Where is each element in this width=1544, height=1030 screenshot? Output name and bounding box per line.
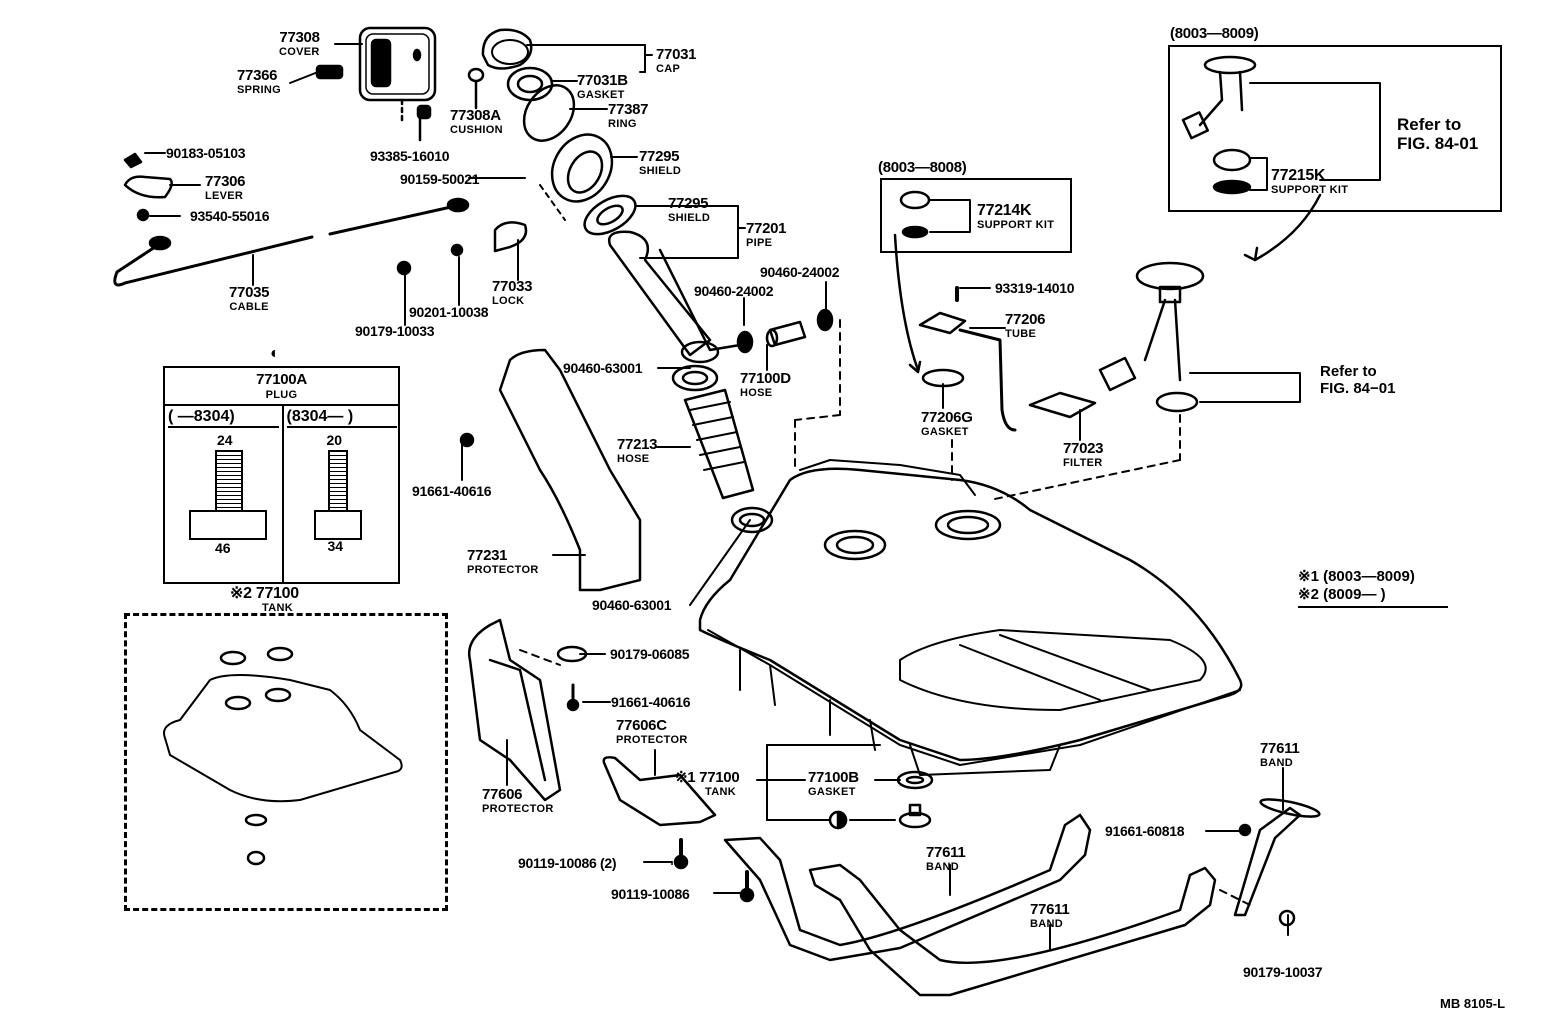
plug-top-dim-early: 24	[217, 432, 233, 448]
part-label-77213[interactable]: 77213 HOSE	[617, 436, 658, 465]
plug-bottom-dim-early: 46	[215, 540, 231, 556]
plug-range-late: (8304— )	[286, 408, 397, 428]
inset-range-8003-8009: (8003—8009)	[1170, 25, 1259, 42]
arrow-indicator	[1253, 193, 1322, 262]
part-label-77035[interactable]: 77035 CABLE	[229, 284, 270, 313]
part-label-77231[interactable]: 77231 PROTECTOR	[467, 547, 539, 576]
part-label-77031[interactable]: 77031 CAP	[656, 46, 697, 75]
part-label-77031b[interactable]: 77031B GASKET	[577, 72, 628, 101]
cap-part-icon	[481, 28, 637, 236]
tank-band-icon	[723, 798, 1321, 997]
arrow-indicator	[893, 233, 920, 372]
plug-base-early	[189, 510, 267, 540]
refer-note-main[interactable]: Refer to FIG. 84−01	[1320, 363, 1396, 397]
part-label-77214k[interactable]: 77214K SUPPORT KIT	[977, 202, 1055, 231]
plug-thread-early	[215, 450, 243, 512]
plug-base-late	[313, 510, 362, 540]
alt-tank-icon	[163, 646, 403, 866]
plug-top-dim-late: 20	[326, 432, 343, 448]
plug-range-early: ( —8304)	[168, 408, 279, 428]
part-label-77606[interactable]: 77606 PROTECTOR	[482, 786, 554, 815]
part-label-90119-10086[interactable]: 90119-10086	[611, 886, 690, 902]
drain-gasket-icon	[896, 770, 934, 829]
drawing-code: MB 8105-L	[1440, 996, 1506, 1011]
part-label-93385-16010[interactable]: 93385-16010	[370, 148, 450, 164]
part-label-77033[interactable]: 77033 LOCK	[492, 278, 533, 307]
plug-column-late: (8304— ) 20 34	[281, 406, 401, 582]
screw-93385-icon	[400, 98, 432, 142]
part-label-90179-06085[interactable]: 90179-06085	[610, 646, 690, 662]
footnote-2: ※2 (8009— )	[1298, 586, 1386, 603]
part-label-90460-24002-b[interactable]: 90460-24002	[760, 264, 840, 280]
part-label-77308[interactable]: 77308 COVER	[279, 29, 320, 58]
cover-part-icon	[358, 26, 437, 102]
part-label-77206[interactable]: 77206 TUBE	[1005, 311, 1046, 340]
part-label-77295-shield-2[interactable]: 77295 SHIELD	[668, 195, 711, 224]
protector-77606c-icon	[602, 756, 717, 827]
sender-gauge-icon	[1181, 55, 1381, 195]
spring-part-icon	[315, 64, 344, 80]
part-label-77306[interactable]: 77306 LEVER	[205, 173, 246, 202]
arrowhead-icon	[1243, 246, 1259, 262]
sender-gauge-main-icon	[1098, 261, 1301, 413]
part-label-77023[interactable]: 77023 FILTER	[1063, 440, 1104, 469]
alt-tank-dashed-box	[124, 613, 448, 911]
part-label-93319-14010[interactable]: 93319-14010	[995, 280, 1075, 296]
part-label-alt-tank[interactable]: ※2 77100 TANK	[230, 585, 299, 614]
half-circle-symbol-icon: ◐	[270, 345, 280, 362]
part-label-90179-10033[interactable]: 90179-10033	[355, 323, 435, 339]
footnote-1: ※1 (8003—8009)	[1298, 568, 1415, 585]
part-label-90460-63001-a[interactable]: 90460-63001	[563, 360, 643, 376]
cushion-part-icon	[467, 67, 485, 110]
arrowhead-icon	[908, 360, 922, 374]
guide-lines	[519, 319, 1251, 906]
refer-note-inset[interactable]: Refer to FIG. 84-01	[1397, 115, 1479, 153]
part-label-77606c[interactable]: 77606C PROTECTOR	[616, 717, 688, 746]
part-label-77215k[interactable]: 77215K SUPPORT KIT	[1271, 167, 1349, 196]
inset-range-8003-8008: (8003—8008)	[878, 159, 967, 176]
part-label-90201-10038[interactable]: 90201-10038	[409, 304, 489, 320]
part-label-77611-band-c[interactable]: 77611 BAND	[1260, 740, 1300, 769]
plug-thread-late	[327, 450, 348, 512]
plug-size-table: 77100A PLUG ( —8304) 24 46 (8304— ) 20 3…	[163, 366, 400, 584]
part-label-91661-40616-b[interactable]: 91661-40616	[611, 694, 691, 710]
part-label-90460-63001-b[interactable]: 90460-63001	[592, 597, 672, 613]
bolt-icon	[673, 838, 755, 903]
filler-pipe-icon	[607, 230, 834, 534]
part-label-77387[interactable]: 77387 RING	[608, 101, 649, 130]
part-label-77611-band-a[interactable]: 77611 BAND	[926, 844, 966, 873]
footnote-legend: ※1 (8003—8009) ※2 (8009— )	[1298, 568, 1448, 608]
part-label-77611-band-b[interactable]: 77611 BAND	[1030, 901, 1070, 930]
support-kit-77214k-icon	[899, 190, 971, 239]
fuel-tank-main-icon	[698, 459, 1243, 776]
protector-77606-icon	[467, 618, 588, 802]
part-label-77295-shield-1[interactable]: 77295 SHIELD	[639, 148, 682, 177]
plug-table-header: 77100A PLUG	[165, 368, 398, 406]
part-label-77100d[interactable]: 77100D HOSE	[740, 370, 791, 399]
half-filled-circle-icon	[828, 810, 848, 830]
part-label-90179-10037[interactable]: 90179-10037	[1243, 964, 1323, 980]
inset-box-8003-8009	[1168, 45, 1502, 212]
protector-77231-icon	[459, 348, 642, 592]
tube-77206-icon	[918, 286, 1097, 432]
plug-column-early: ( —8304) 24 46	[165, 406, 282, 582]
part-label-77308a[interactable]: 77308A CUSHION	[450, 107, 503, 136]
part-label-91661-60818[interactable]: 91661-60818	[1105, 823, 1185, 839]
part-label-77366[interactable]: 77366 SPRING	[237, 67, 281, 96]
plug-bottom-dim-late: 34	[327, 538, 344, 554]
part-label-77100b[interactable]: 77100B GASKET	[808, 769, 859, 798]
part-label-90159-50021[interactable]: 90159-50021	[400, 171, 480, 187]
part-label-77206g[interactable]: 77206G GASKET	[921, 409, 973, 438]
part-label-90460-24002-a[interactable]: 90460-24002	[694, 283, 774, 299]
part-label-91661-40616-a[interactable]: 91661-40616	[412, 483, 492, 499]
part-label-90119-10086-2[interactable]: 90119-10086 (2)	[518, 855, 617, 871]
part-label-90183-05103[interactable]: 90183-05103	[166, 145, 246, 161]
part-label-77100-tank[interactable]: ※1 77100 TANK	[675, 769, 740, 798]
inset-box-8003-8008	[880, 178, 1072, 253]
cable-part-icon	[113, 152, 528, 287]
part-label-77201[interactable]: 77201 PIPE	[746, 220, 787, 249]
part-label-93540-55016[interactable]: 93540-55016	[190, 208, 270, 224]
